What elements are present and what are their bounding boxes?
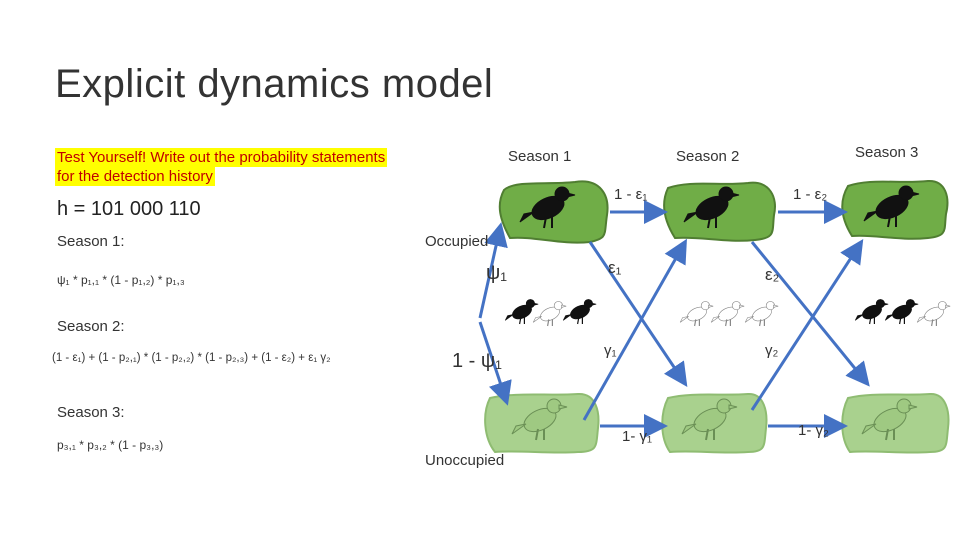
detection-birds-season-3: [854, 298, 951, 327]
season-2-formula: (1 - ε₁) + (1 - p₂,₁) * (1 - p₂,₂) * (1 …: [52, 352, 331, 364]
arrow-extinct-1-2: [588, 241, 688, 387]
season-1-formula: ψ₁ * p₁,₁ * (1 - p₁,₂) * p₁,₃: [57, 273, 185, 287]
gamma-2-label: γ₂: [765, 342, 779, 359]
arrow-one-minus-psi: [478, 321, 512, 406]
arrow-psi: [478, 222, 508, 319]
season-3-header: Season 3: [855, 144, 919, 161]
one-minus-epsilon-1-label: 1 - ε₁: [614, 186, 648, 203]
test-yourself-prompt: Test Yourself! Write out the probability…: [55, 148, 388, 186]
occupied-label: Occupied: [425, 233, 489, 250]
arrow-colonize-1-2: [582, 238, 687, 421]
unoccupied-label: Unoccupied: [425, 452, 505, 469]
detection-birds-season-1: [504, 298, 597, 327]
epsilon-2-label: ε₂: [765, 265, 780, 284]
detection-history: h = 101 000 110: [57, 198, 201, 220]
detection-birds-season-2: [679, 300, 779, 327]
slide-title: Explicit dynamics model: [55, 62, 494, 106]
prompt-line-2: for the detection history: [55, 167, 215, 186]
season-1-label: Season 1:: [57, 233, 125, 250]
one-minus-gamma-2-label: 1- γ₂: [798, 422, 829, 439]
psi-label: ψ₁: [486, 262, 508, 284]
season-2-header: Season 2: [676, 148, 740, 165]
prompt-line-1: Test Yourself! Write out the probability…: [55, 148, 388, 167]
one-minus-epsilon-2-label: 1 - ε₂: [793, 186, 828, 203]
season-2-label: Season 2:: [57, 318, 125, 335]
gamma-1-label: γ₁: [604, 342, 617, 359]
one-minus-gamma-1-label: 1- γ₁: [622, 428, 653, 445]
arrow-colonize-2-3: [750, 238, 864, 411]
arrow-extinct-2-3: [750, 241, 870, 387]
season-1-header: Season 1: [508, 148, 572, 165]
epsilon-1-label: ε₁: [608, 258, 622, 277]
season-3-formula: p₃,₁ * p₃,₂ * (1 - p₃,₃): [57, 438, 164, 452]
season-3-label: Season 3:: [57, 404, 125, 421]
one-minus-psi-label: 1 - ψ₁: [452, 350, 502, 372]
